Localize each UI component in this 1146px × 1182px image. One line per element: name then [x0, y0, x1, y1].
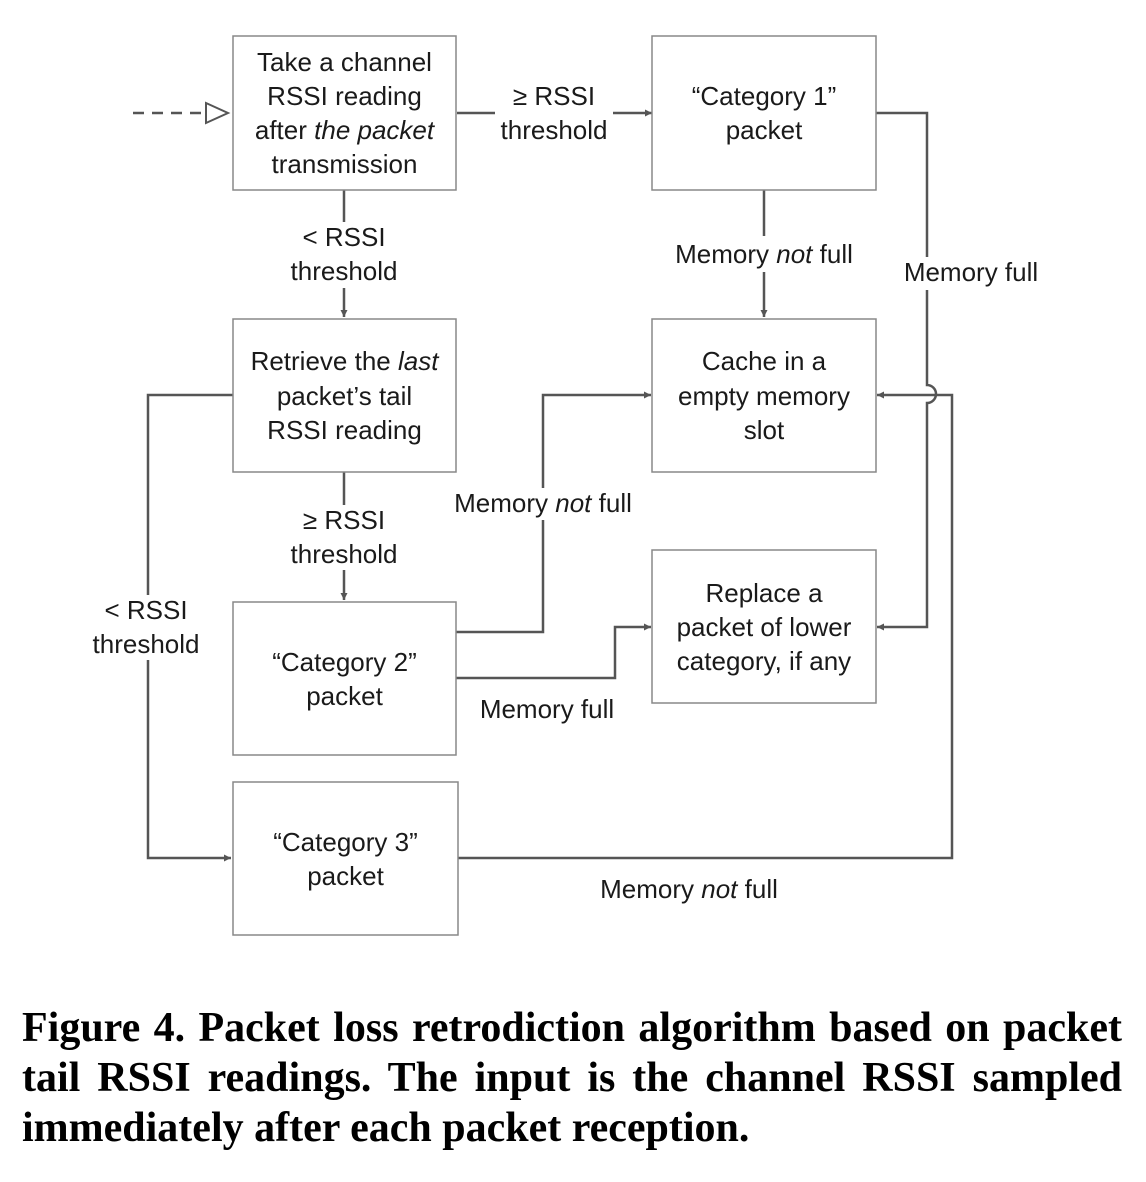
text-segment: full [812, 239, 852, 269]
label-mem-full-c2: Memory full [480, 694, 614, 724]
text-segment: transmission [272, 149, 418, 179]
text-segment: ≥ RSSI [303, 505, 385, 535]
text-segment: “Category 1” [692, 81, 837, 111]
text-segment: “Category 2” [272, 647, 417, 677]
input-arrowhead-open [205, 101, 231, 125]
text-segment: after [255, 115, 307, 145]
text-segment: < RSSI [104, 595, 187, 625]
node-category1: “Category 1” packet [651, 35, 877, 191]
italic-text: not [701, 874, 739, 904]
text-segment: Retrieve the [251, 346, 398, 376]
label-mem-full-c1: Memory full [904, 257, 1038, 287]
text-segment: category, if any [677, 646, 851, 676]
edge-retrieve-to-category3 [146, 393, 233, 858]
node-category2-text: “Category 2” packet [272, 647, 417, 711]
label-mem-not-full-c1: Memory not full [675, 239, 853, 269]
label-mem-not-full-c2: Memory not full [454, 488, 632, 518]
text-segment: threshold [501, 115, 608, 145]
text-segment: Memory [675, 239, 776, 269]
text-segment: threshold [291, 256, 398, 286]
text-segment: packet [306, 681, 383, 711]
node-replace: Replace a packet of lower category, if any [651, 549, 877, 704]
node-cache-slot: Cache in a empty memory slot [651, 318, 877, 473]
text-segment: Memory [600, 874, 701, 904]
label-ge-threshold-top: ≥ RSSI threshold [501, 81, 608, 145]
text-segment: < RSSI [302, 222, 385, 252]
text-segment: threshold [93, 629, 200, 659]
text-segment: “Category 3” [273, 827, 418, 857]
text-segment: Replace a [705, 578, 823, 608]
label-lt-threshold-left: < RSSI threshold [93, 595, 200, 659]
label-ge-threshold-mid: ≥ RSSI threshold [291, 505, 398, 569]
text-segment: full [591, 488, 631, 518]
text-segment: full [737, 874, 777, 904]
text-segment: slot [744, 415, 785, 445]
edge-category1-to-replace [876, 111, 938, 627]
edge-category2-to-replace [456, 623, 651, 680]
text-segment: Memory full [480, 694, 614, 724]
text-segment: empty memory [678, 381, 850, 411]
text-segment: Take a channel [257, 47, 432, 77]
edge-category3-to-cache [458, 391, 954, 860]
label-lt-threshold-top: < RSSI threshold [291, 222, 398, 286]
text-segment: Memory [454, 488, 555, 518]
text-segment: RSSI reading [267, 415, 422, 445]
text-segment: ≥ RSSI [513, 81, 595, 111]
italic-text: last [398, 346, 440, 376]
text-segment: Cache in a [702, 346, 827, 376]
node-replace-text: Replace a packet of lower category, if any [677, 578, 852, 676]
italic-text: the packet [307, 115, 436, 145]
italic-text: not [555, 488, 593, 518]
label-mem-not-full-c3: Memory not full [600, 874, 778, 904]
figure-caption: Figure 4. Packet loss retrodiction algor… [22, 1005, 1122, 1151]
text-segment: threshold [291, 539, 398, 569]
italic-text: not [776, 239, 814, 269]
node-category3: “Category 3” packet [232, 781, 459, 936]
edge-category2-to-cache [456, 395, 651, 634]
text-segment: packet [307, 861, 384, 891]
text-segment: packet of lower [677, 612, 852, 642]
text-segment: Memory full [904, 257, 1038, 287]
text-segment: packet [726, 115, 803, 145]
text-segment: RSSI reading [267, 81, 422, 111]
node-category3-text: “Category 3” packet [273, 827, 418, 891]
node-category2: “Category 2” packet [232, 601, 457, 756]
node-cache-slot-text: Cache in a empty memory slot [678, 346, 850, 445]
text-segment: packet’s tail [277, 381, 412, 411]
node-category1-text: “Category 1” packet [692, 81, 837, 145]
